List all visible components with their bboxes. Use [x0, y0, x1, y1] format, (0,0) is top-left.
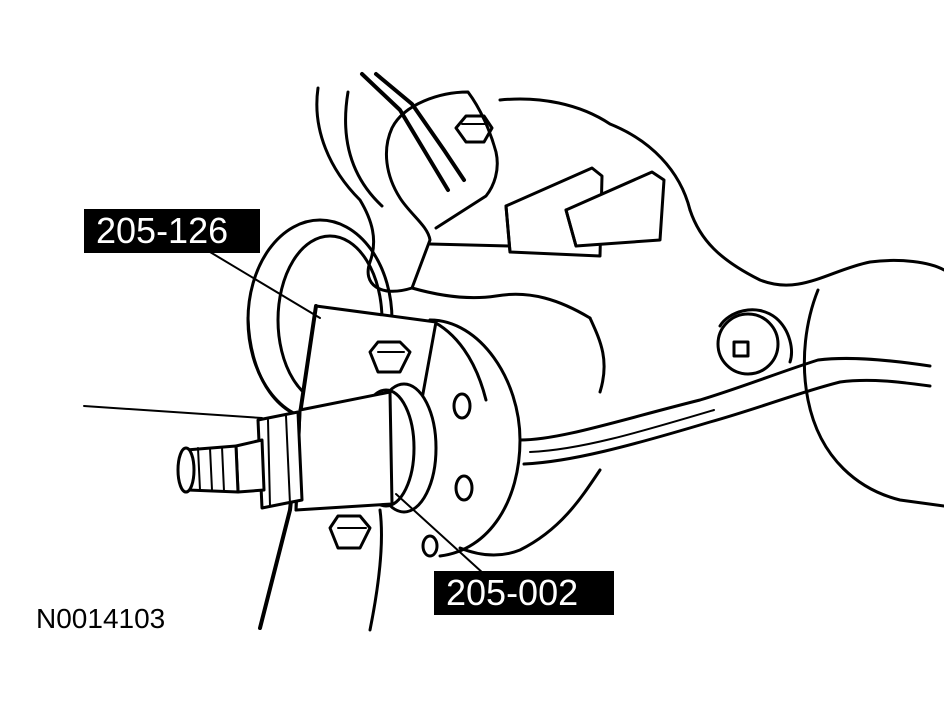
upper-bracket: [315, 72, 692, 320]
plate-bolts: [328, 340, 412, 550]
hub-disc: [421, 318, 522, 558]
control-arm: [518, 308, 932, 466]
hub-housing: [458, 208, 944, 557]
callout-205-126: 205-126: [84, 209, 260, 253]
leader-screw: [83, 405, 263, 419]
leader-205-126: [209, 251, 321, 319]
callout-205-002: 205-002: [434, 571, 614, 615]
leader-205-002: [395, 493, 485, 575]
upper-bolt: [454, 114, 494, 144]
forcing-screw-assembly: [176, 382, 438, 514]
leader-lines: [83, 251, 485, 575]
wedge-blocks: [504, 166, 666, 258]
figure-id: N0014103: [36, 603, 166, 634]
